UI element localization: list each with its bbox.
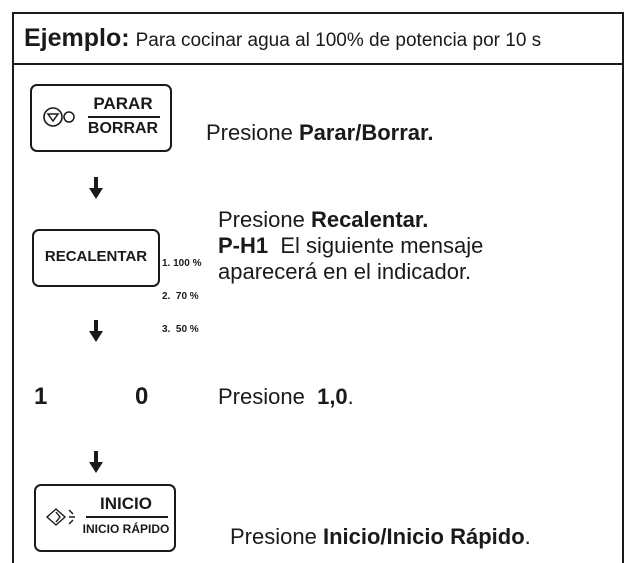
stop-icon [43, 107, 75, 127]
arrow-down-icon [89, 177, 103, 199]
frame-right-line [622, 12, 624, 563]
reheat-button-label: RECALENTAR [44, 248, 148, 265]
stop-button-top-label: PARAR [93, 94, 153, 113]
step-digits-instruction: Presione 1,0. [218, 384, 354, 410]
step-digits-text: Presione [218, 384, 311, 409]
step-stop-instruction: Presione Parar/Borrar. [206, 120, 433, 146]
reheat-level-1: 1. 100 % [162, 258, 202, 269]
step-stop-text: Presione [206, 120, 299, 145]
step-reheat-bold: Recalentar. [310, 207, 429, 232]
start-button-bottom-label: INICIO RÁPIDO [82, 522, 170, 536]
step-digits-bold: 1,0 [317, 384, 348, 409]
reheat-button[interactable]: RECALENTAR [32, 229, 160, 287]
digit-zero-key[interactable]: 0 [135, 383, 149, 410]
step-digits-period: . [347, 384, 354, 409]
example-description: Para cocinar agua al 100% de potencia po… [135, 30, 542, 51]
stop-button-bottom-label: BORRAR [87, 120, 159, 137]
reheat-level-2: 2. 70 % [162, 291, 199, 302]
step-reheat-line3: aparecerá en el indicador. [218, 259, 471, 285]
step-start-period: . [524, 524, 531, 549]
button-divider [88, 116, 160, 118]
stop-clear-button[interactable]: PARAR BORRAR [30, 84, 172, 152]
reheat-levels: 1. 100 % 2. 70 % 3. 50 % [162, 236, 201, 346]
step-reheat-line2: P-H1 El siguiente mensaje [218, 233, 483, 259]
step-reheat-message-cont: aparecerá en el indicador. [218, 259, 472, 284]
frame-left-line [12, 12, 14, 563]
start-button-top-label: INICIO [100, 494, 152, 513]
step-stop-bold: Parar/Borrar. [298, 120, 434, 145]
display-code: P-H1 [218, 233, 269, 258]
step-start-instruction: Presione Inicio/Inicio Rápido. [230, 524, 531, 550]
start-button[interactable]: INICIO INICIO RÁPIDO [34, 484, 176, 552]
reheat-level-3: 3. 50 % [162, 324, 199, 335]
button-divider [86, 516, 168, 518]
step-reheat-text: Presione [218, 207, 311, 232]
example-header: Ejemplo:Para cocinar agua al 100% de pot… [24, 24, 541, 53]
arrow-down-icon [89, 320, 103, 342]
step-start-text: Presione [230, 524, 323, 549]
arrow-down-icon [89, 451, 103, 473]
step-reheat-line1: Presione Recalentar. [218, 207, 428, 233]
start-icon [45, 508, 75, 526]
step-start-bold: Inicio/Inicio Rápido [322, 524, 525, 549]
step-reheat-message: El siguiente mensaje [280, 233, 484, 258]
example-label: Ejemplo: [24, 24, 130, 52]
frame-top-line [12, 12, 624, 14]
header-divider [12, 63, 624, 65]
digit-one-key[interactable]: 1 [34, 383, 48, 410]
